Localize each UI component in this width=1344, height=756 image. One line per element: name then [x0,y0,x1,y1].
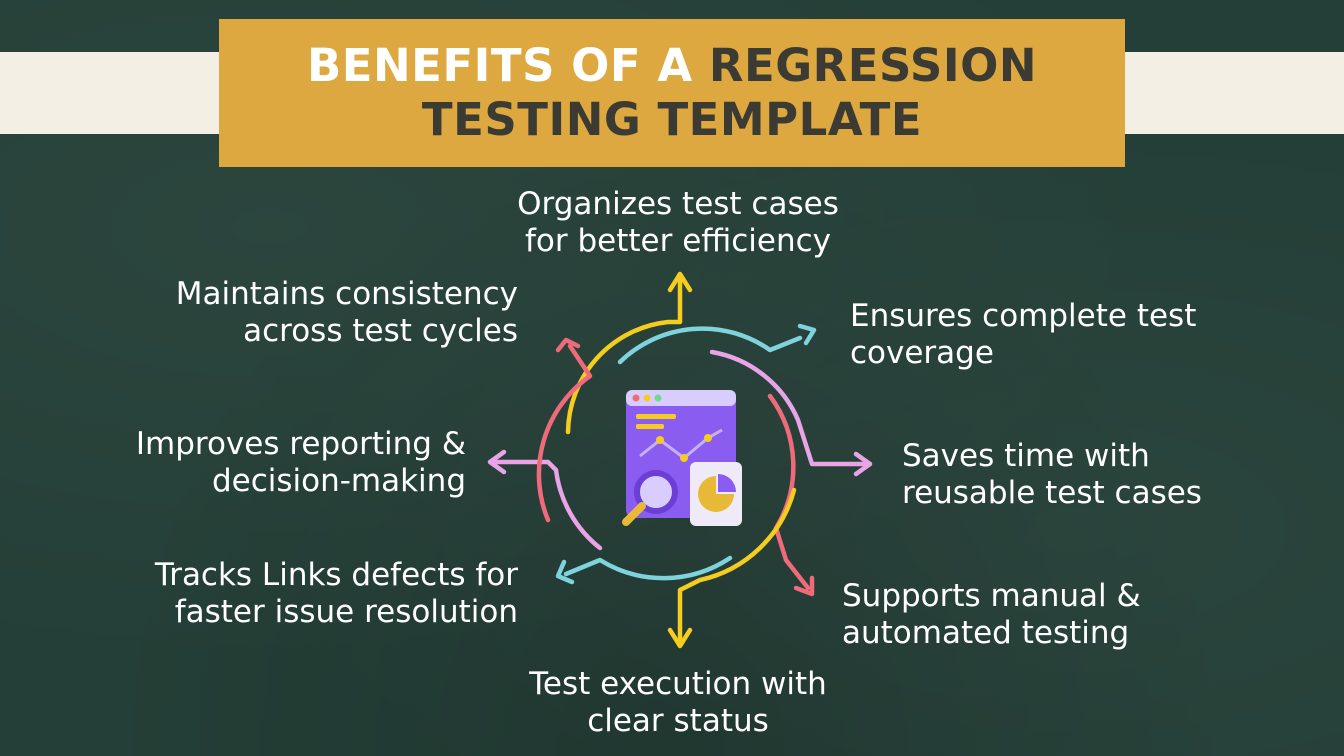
benefit-bottom-line-2: clear status [587,703,769,739]
title-banner: BENEFITS OF A REGRESSION TESTING TEMPLAT… [219,19,1125,167]
arrow-lower-left [563,555,733,581]
arrowhead-bottom [667,627,693,649]
arrow-upper-left [536,343,593,523]
arrowhead-lower-right [793,575,815,597]
arrow-upper-right [617,326,803,365]
benefit-lower-right-line-2: automated testing [842,615,1130,651]
benefit-bottom: Test execution with clear status [500,666,856,740]
benefit-upper-left: Maintains consistency across test cycles [100,276,518,350]
benefit-top-line-1: Organizes test cases [517,186,839,222]
benefit-bottom-line-1: Test execution with [529,666,827,702]
analytics-dashboard-icon [622,390,742,526]
benefit-lower-right-line-1: Supports manual & [842,578,1141,614]
title-dark-text: REGRESSION [708,39,1038,92]
benefit-left-line-2: decision-making [211,463,466,499]
benefit-top: Organizes test cases for better efficien… [500,186,856,260]
benefit-upper-right-line-2: coverage [850,335,994,371]
benefit-lower-left-line-1: Tracks Links defects for [154,557,518,593]
arrow-bottom [677,487,797,643]
benefit-top-line-2: for better efficiency [524,223,832,259]
arrow-top [565,277,683,435]
benefit-right-line-1: Saves time with [902,438,1150,474]
arrowhead-lower-left [555,559,575,585]
arrowhead-right [853,451,873,477]
arrow-right [709,349,869,467]
benefit-left: Improves reporting & decision-making [60,426,466,500]
benefit-right: Saves time with reusable test cases [902,438,1322,512]
benefit-upper-right: Ensures complete test coverage [850,298,1290,372]
benefit-upper-right-line-1: Ensures complete test [850,298,1197,334]
benefit-lower-right: Supports manual & automated testing [842,578,1282,652]
arrowhead-upper-left [555,337,581,353]
benefit-right-line-2: reusable test cases [902,475,1202,511]
benefit-lower-left: Tracks Links defects for faster issue re… [60,557,518,631]
title-line-2: TESTING TEMPLATE [421,93,923,146]
benefit-upper-left-line-1: Maintains consistency [175,276,518,312]
arrow-left [491,459,603,551]
benefit-left-line-1: Improves reporting & [135,426,466,462]
arrowhead-left [487,449,507,475]
benefit-upper-left-line-2: across test cycles [243,313,518,349]
title-line-1: BENEFITS OF A REGRESSION [307,39,1037,93]
arrowhead-upper-right [797,323,817,346]
benefit-lower-left-line-2: faster issue resolution [174,594,518,630]
arrowhead-top [667,271,693,293]
arrow-lower-right [767,393,811,591]
title-highlight-text: BENEFITS OF A [306,39,709,92]
